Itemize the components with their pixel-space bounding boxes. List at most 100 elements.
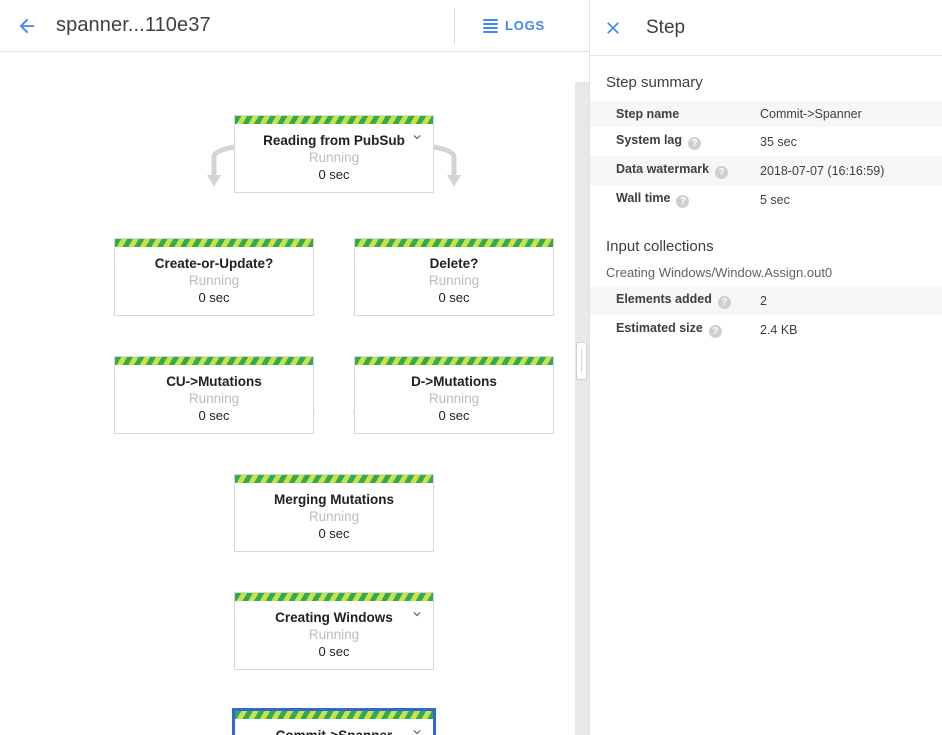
node-time: 0 sec (318, 526, 350, 541)
node-time: 0 sec (198, 408, 230, 423)
graph-node-d-mutations[interactable]: D->Mutations Running 0 sec (354, 356, 554, 434)
table-row: Elements added? 2 (590, 286, 942, 315)
step-summary-heading: Step summary (606, 74, 703, 91)
job-graph-canvas[interactable]: Reading from PubSub Running 0 sec Create… (0, 52, 589, 735)
row-value: 2018-07-07 (16:16:59) (760, 163, 885, 178)
node-name: Create-or-Update? (154, 256, 274, 271)
step-details-panel: Step Step summary Step name Commit->Span… (589, 0, 942, 735)
node-body: Delete? Running 0 sec (355, 247, 553, 315)
row-key-label: Data watermark (616, 162, 710, 176)
top-bar-actions: LOGS (453, 0, 589, 51)
toolbar-divider (453, 7, 455, 44)
help-icon[interactable]: ? (708, 325, 722, 338)
graph-splitter-handle[interactable] (576, 342, 587, 380)
node-body: D->Mutations Running 0 sec (355, 365, 553, 433)
input-collections-heading: Input collections (606, 238, 714, 255)
row-key: Data watermark? (590, 156, 758, 185)
row-value: Commit->Spanner (760, 107, 862, 121)
section-spacer (590, 214, 942, 238)
node-status-stripe (235, 711, 433, 719)
chevron-down-icon[interactable] (410, 725, 424, 735)
node-name: Commit->Spanner (235, 727, 433, 735)
node-status: Running (428, 273, 480, 288)
table-row: Step name Commit->Spanner (590, 101, 942, 127)
node-body: Create-or-Update? Running 0 sec (115, 247, 313, 315)
node-time: 0 sec (318, 644, 350, 659)
list-lines-icon (482, 18, 498, 33)
graph-vertical-scrollbar[interactable] (575, 82, 589, 735)
graph-node-cu-mutations[interactable]: CU->Mutations Running 0 sec (114, 356, 314, 434)
node-name: Delete? (429, 256, 479, 271)
node-body: Commit->Spanner Part running 5 sec (235, 719, 433, 735)
row-value: 5 sec (760, 192, 790, 207)
node-body: Merging Mutations Running 0 sec (235, 483, 433, 551)
back-arrow-icon[interactable] (4, 3, 50, 49)
row-key-label: System lag (616, 133, 683, 147)
top-app-bar: spanner...110e37 LOGS (0, 0, 589, 52)
graph-node-merging-mutations[interactable]: Merging Mutations Running 0 sec (234, 474, 434, 552)
row-key: Estimated size? (590, 315, 758, 344)
node-status-stripe (355, 357, 553, 365)
page-title: spanner...110e37 (56, 14, 211, 36)
help-icon[interactable]: ? (688, 137, 702, 150)
node-status-stripe (115, 357, 313, 365)
job-graph-pane: spanner...110e37 LOGS (0, 0, 589, 735)
table-row: Wall time? 5 sec (590, 185, 942, 214)
step-summary-table: Step name Commit->Spanner System lag? 35… (590, 101, 942, 214)
panel-header: Step (590, 0, 942, 56)
node-name: D->Mutations (411, 374, 497, 389)
help-icon[interactable]: ? (717, 296, 731, 309)
node-body: Reading from PubSub Running 0 sec (235, 124, 433, 192)
panel-body: Step summary Step name Commit->Spanner S… (590, 56, 942, 344)
node-body: Creating Windows Running 0 sec (235, 601, 433, 669)
chevron-down-icon[interactable] (410, 607, 424, 621)
node-name: Creating Windows (275, 610, 393, 625)
graph-node-creating-windows[interactable]: Creating Windows Running 0 sec (234, 592, 434, 670)
node-status-stripe (235, 593, 433, 601)
node-time: 0 sec (438, 290, 470, 305)
input-collection-name: Creating Windows/Window.Assign.out0 (606, 265, 833, 280)
row-key-label: Wall time (616, 191, 671, 205)
row-key: System lag? (590, 127, 758, 156)
close-icon[interactable] (593, 8, 633, 48)
panel-title: Step (646, 16, 686, 38)
graph-node-commit-spanner[interactable]: Commit->Spanner Part running 5 sec (232, 708, 436, 735)
table-row: Data watermark? 2018-07-07 (16:16:59) (590, 156, 942, 185)
node-time: 0 sec (318, 167, 350, 182)
row-key: Elements added? (590, 286, 758, 315)
row-key: Wall time? (590, 185, 758, 214)
node-name: Merging Mutations (274, 492, 394, 507)
graph-node-reading-from-pubsub[interactable]: Reading from PubSub Running 0 sec (234, 115, 434, 193)
node-status: Running (308, 627, 360, 642)
node-name: Reading from PubSub (263, 133, 405, 148)
node-time: 0 sec (198, 290, 230, 305)
node-status-stripe (355, 239, 553, 247)
input-collections-table: Elements added? 2 Estimated size? 2.4 KB (590, 286, 942, 344)
row-value: 2.4 KB (760, 322, 798, 337)
table-row: Estimated size? 2.4 KB (590, 315, 942, 344)
row-key: Step name (616, 107, 680, 121)
row-key-label: Elements added (616, 292, 712, 306)
help-icon[interactable]: ? (676, 195, 690, 208)
help-icon[interactable]: ? (715, 166, 729, 179)
node-status: Running (428, 391, 480, 406)
node-time: 0 sec (438, 408, 470, 423)
row-value: 2 (760, 293, 767, 308)
node-name: CU->Mutations (166, 374, 262, 389)
node-status: Running (188, 273, 240, 288)
row-key-label: Estimated size (616, 321, 703, 335)
node-status-stripe (235, 116, 433, 124)
node-status-stripe (115, 239, 313, 247)
graph-node-delete[interactable]: Delete? Running 0 sec (354, 238, 554, 316)
node-body: CU->Mutations Running 0 sec (115, 365, 313, 433)
table-row: System lag? 35 sec (590, 127, 942, 156)
row-value: 35 sec (760, 134, 797, 149)
logs-button[interactable]: LOGS (473, 12, 555, 39)
node-status-stripe (235, 475, 433, 483)
node-status: Running (308, 150, 360, 165)
chevron-down-icon[interactable] (410, 130, 424, 144)
node-status: Running (188, 391, 240, 406)
logs-button-label: LOGS (504, 18, 545, 33)
graph-node-create-or-update[interactable]: Create-or-Update? Running 0 sec (114, 238, 314, 316)
